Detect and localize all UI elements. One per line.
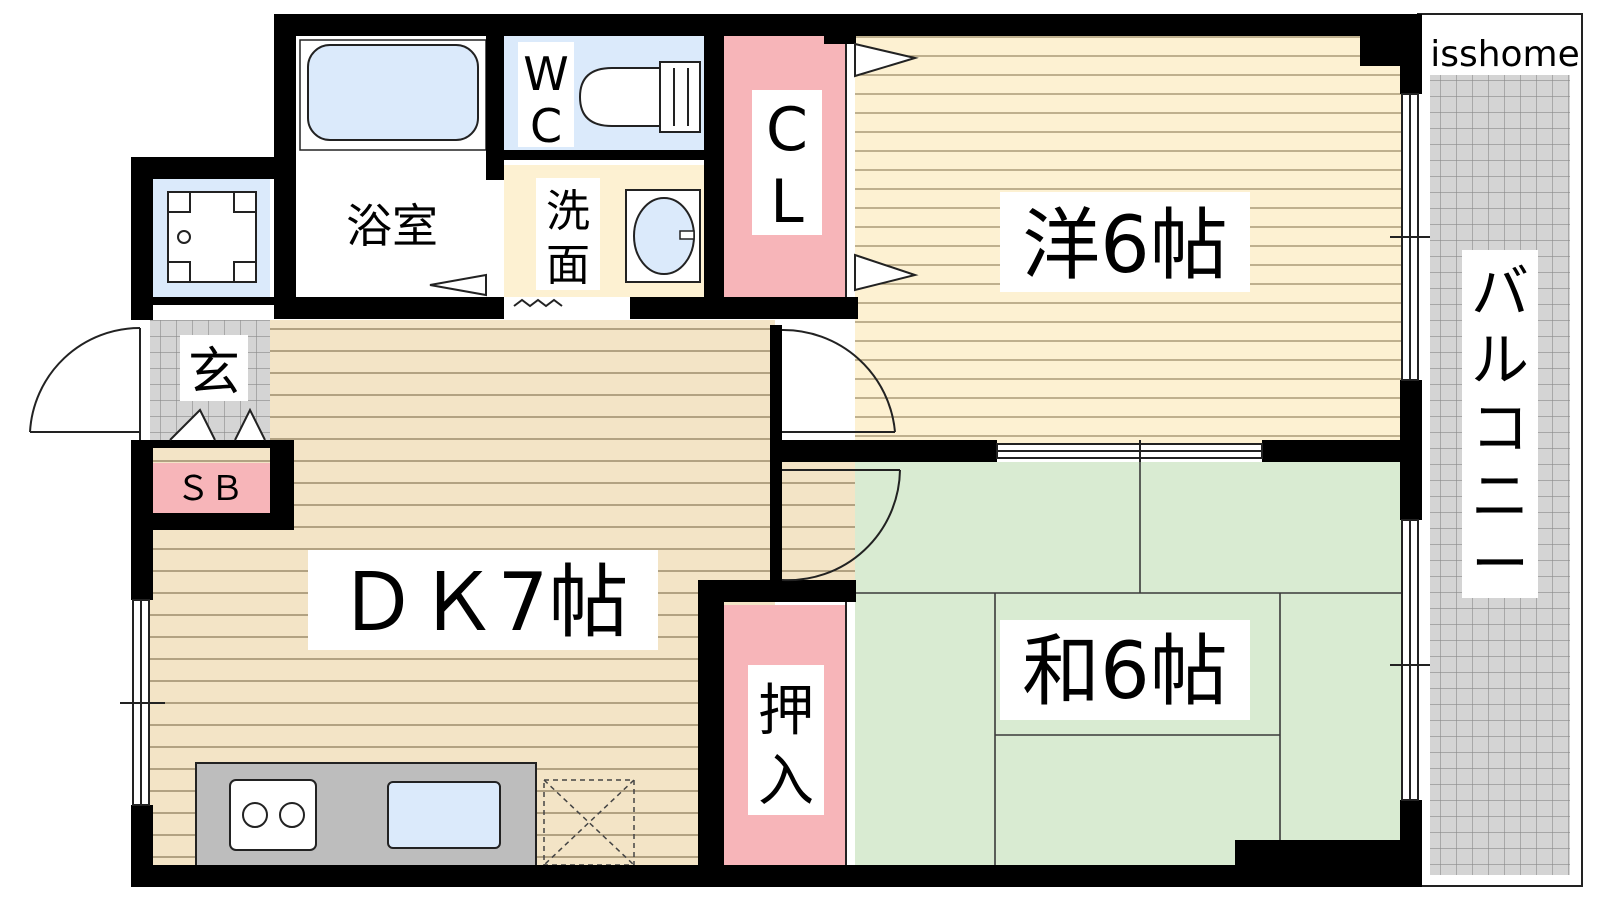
bath-label: 浴室 xyxy=(346,199,438,253)
washroom-label-top: 洗 xyxy=(546,186,590,237)
hallway-floor xyxy=(775,455,855,595)
shoe-box-label: ＳＢ xyxy=(176,469,244,509)
balcony xyxy=(1417,13,1583,887)
balcony-label-char: コ xyxy=(1471,394,1529,462)
balcony-label-char: バ xyxy=(1471,258,1529,326)
balcony-label-bg xyxy=(1462,250,1538,598)
japanese-room-label: 和6帖 xyxy=(1022,627,1228,717)
doors xyxy=(29,42,919,865)
shoe-box-area xyxy=(150,463,270,513)
stove-icon xyxy=(229,779,317,851)
washbasin-icon xyxy=(625,189,701,283)
washroom-label-bottom: 面 xyxy=(546,240,590,291)
japanese-label-bg xyxy=(1000,620,1250,720)
wc-label-c: C xyxy=(530,99,562,153)
dk-label-bg xyxy=(308,550,658,650)
watermark: isshome xyxy=(1430,34,1580,75)
toilet-icon xyxy=(578,61,701,133)
kitchen-counter xyxy=(195,762,635,868)
closet-label-c: C xyxy=(766,95,808,165)
oshiire-label-top: 押 xyxy=(758,679,814,744)
bathtub xyxy=(307,44,479,141)
closet-label-l: L xyxy=(770,167,804,237)
wc-label-w: W xyxy=(523,47,568,101)
sink-icon xyxy=(387,781,501,849)
balcony-label-char: ル xyxy=(1471,326,1529,394)
balcony-label: バ ル コ ニ ー xyxy=(1471,258,1529,598)
balcony-label-char: ニ xyxy=(1471,462,1529,530)
oshiire-label-bottom: 入 xyxy=(758,749,814,814)
windows xyxy=(120,93,1430,806)
washing-machine-area xyxy=(150,178,270,298)
western-label-bg xyxy=(1000,192,1250,292)
entrance-label: 玄 xyxy=(188,343,240,403)
balcony-label-char: ー xyxy=(1471,530,1529,598)
walls xyxy=(131,14,1422,887)
dk-label: ＤＫ7帖 xyxy=(338,556,629,649)
western-room-label: 洋6帖 xyxy=(1022,201,1228,291)
